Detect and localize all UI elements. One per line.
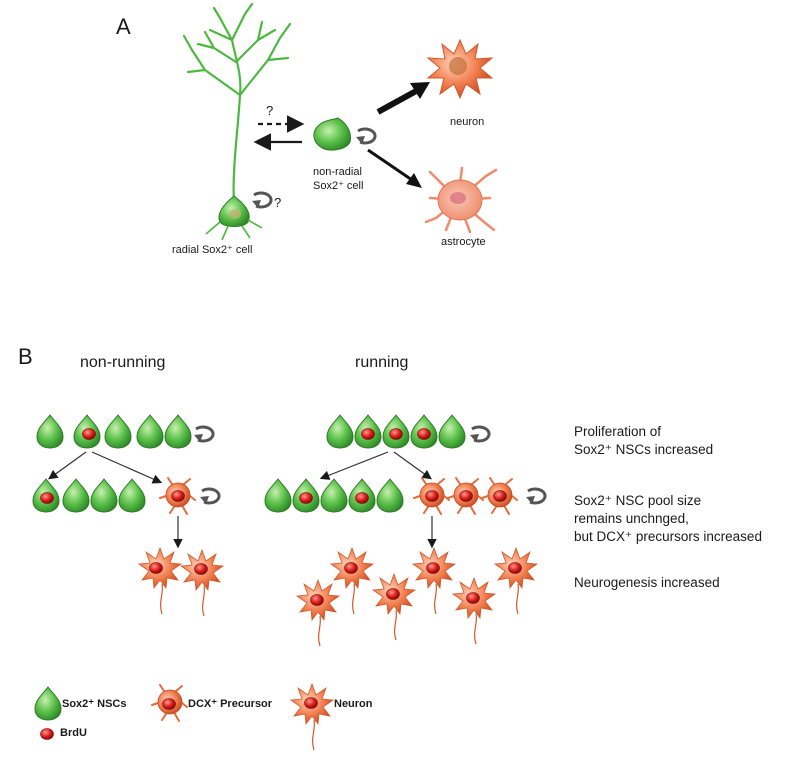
arrow-to-neuron [376, 87, 420, 115]
nonrunning-title: non-running [80, 354, 166, 371]
arrow-to-neuron-head [410, 82, 430, 99]
astrocyte-label: astrocyte [441, 236, 486, 248]
desc-pool-line1: Sox2⁺ NSC pool size [574, 493, 702, 508]
radial-cell-label: radial Sox2⁺ cell [172, 244, 253, 256]
legend-nsc-label: Sox2⁺ NSCs [62, 698, 127, 710]
legend-brdu-icon [40, 728, 54, 740]
legend-brdu-label: BrdU [60, 727, 87, 739]
running-dcx-precursors [413, 477, 518, 515]
neuron-cell-a [426, 38, 494, 100]
nonradial-label-line2: Sox2⁺ cell [313, 180, 364, 192]
running-cycle-arrow-1 [468, 425, 491, 444]
radial-self-renewal-arrow [250, 191, 273, 210]
question-mark-arrow: ? [266, 103, 274, 118]
legend-dcx-label: DCX⁺ Precursor [188, 698, 273, 710]
running-arrow-right [393, 451, 432, 480]
nonrunning-dcx-precursor [159, 477, 196, 515]
nonrunning-nsc-row1 [36, 414, 192, 449]
nonrunning-arrow-left [48, 451, 87, 480]
nonradial-self-renewal-arrow [354, 127, 377, 146]
legend-neuron-icon [290, 683, 334, 751]
desc-pool-line2: remains unchnged, [574, 511, 689, 526]
question-mark-renewal: ? [274, 195, 282, 210]
running-neurons [296, 547, 538, 647]
nonrunning-cycle-arrow-2 [198, 487, 221, 506]
neuron-label: neuron [450, 116, 485, 128]
desc-pool-line3: but DCX⁺ precursors increased [574, 529, 762, 544]
running-arrow-left [319, 451, 389, 480]
legend-neuron-brdu-icon [304, 697, 318, 709]
arrow-to-astrocyte-head [406, 173, 422, 188]
desc-neurogenesis: Neurogenesis increased [574, 575, 720, 590]
radial-sox2-cell [182, 2, 292, 241]
nonrunning-arrow-right [91, 451, 163, 484]
legend-neuron-label: Neuron [334, 698, 373, 710]
panel-b-letter: B [18, 344, 33, 369]
desc-proliferation-line2: Sox2⁺ NSCs increased [574, 442, 714, 457]
legend-nsc-icon [34, 686, 62, 721]
astrocyte-cell [424, 166, 498, 234]
running-title: running [355, 354, 409, 371]
desc-proliferation-line1: Proliferation of [574, 424, 662, 439]
arrow-to-astrocyte [367, 148, 413, 182]
nonrunning-neurons [138, 547, 224, 617]
nonradial-label-line1: non-radial [313, 166, 362, 178]
panel-a-letter: A [116, 14, 131, 39]
running-cycle-arrow-2 [524, 487, 547, 506]
running-nsc-row1 [326, 414, 466, 449]
nonrunning-nsc-row2 [32, 478, 146, 513]
running-nsc-row2 [264, 478, 404, 513]
legend-dcx-brdu-icon [162, 698, 176, 710]
nonradial-sox2-cell [313, 117, 351, 151]
nonrunning-cycle-arrow-1 [192, 425, 215, 444]
